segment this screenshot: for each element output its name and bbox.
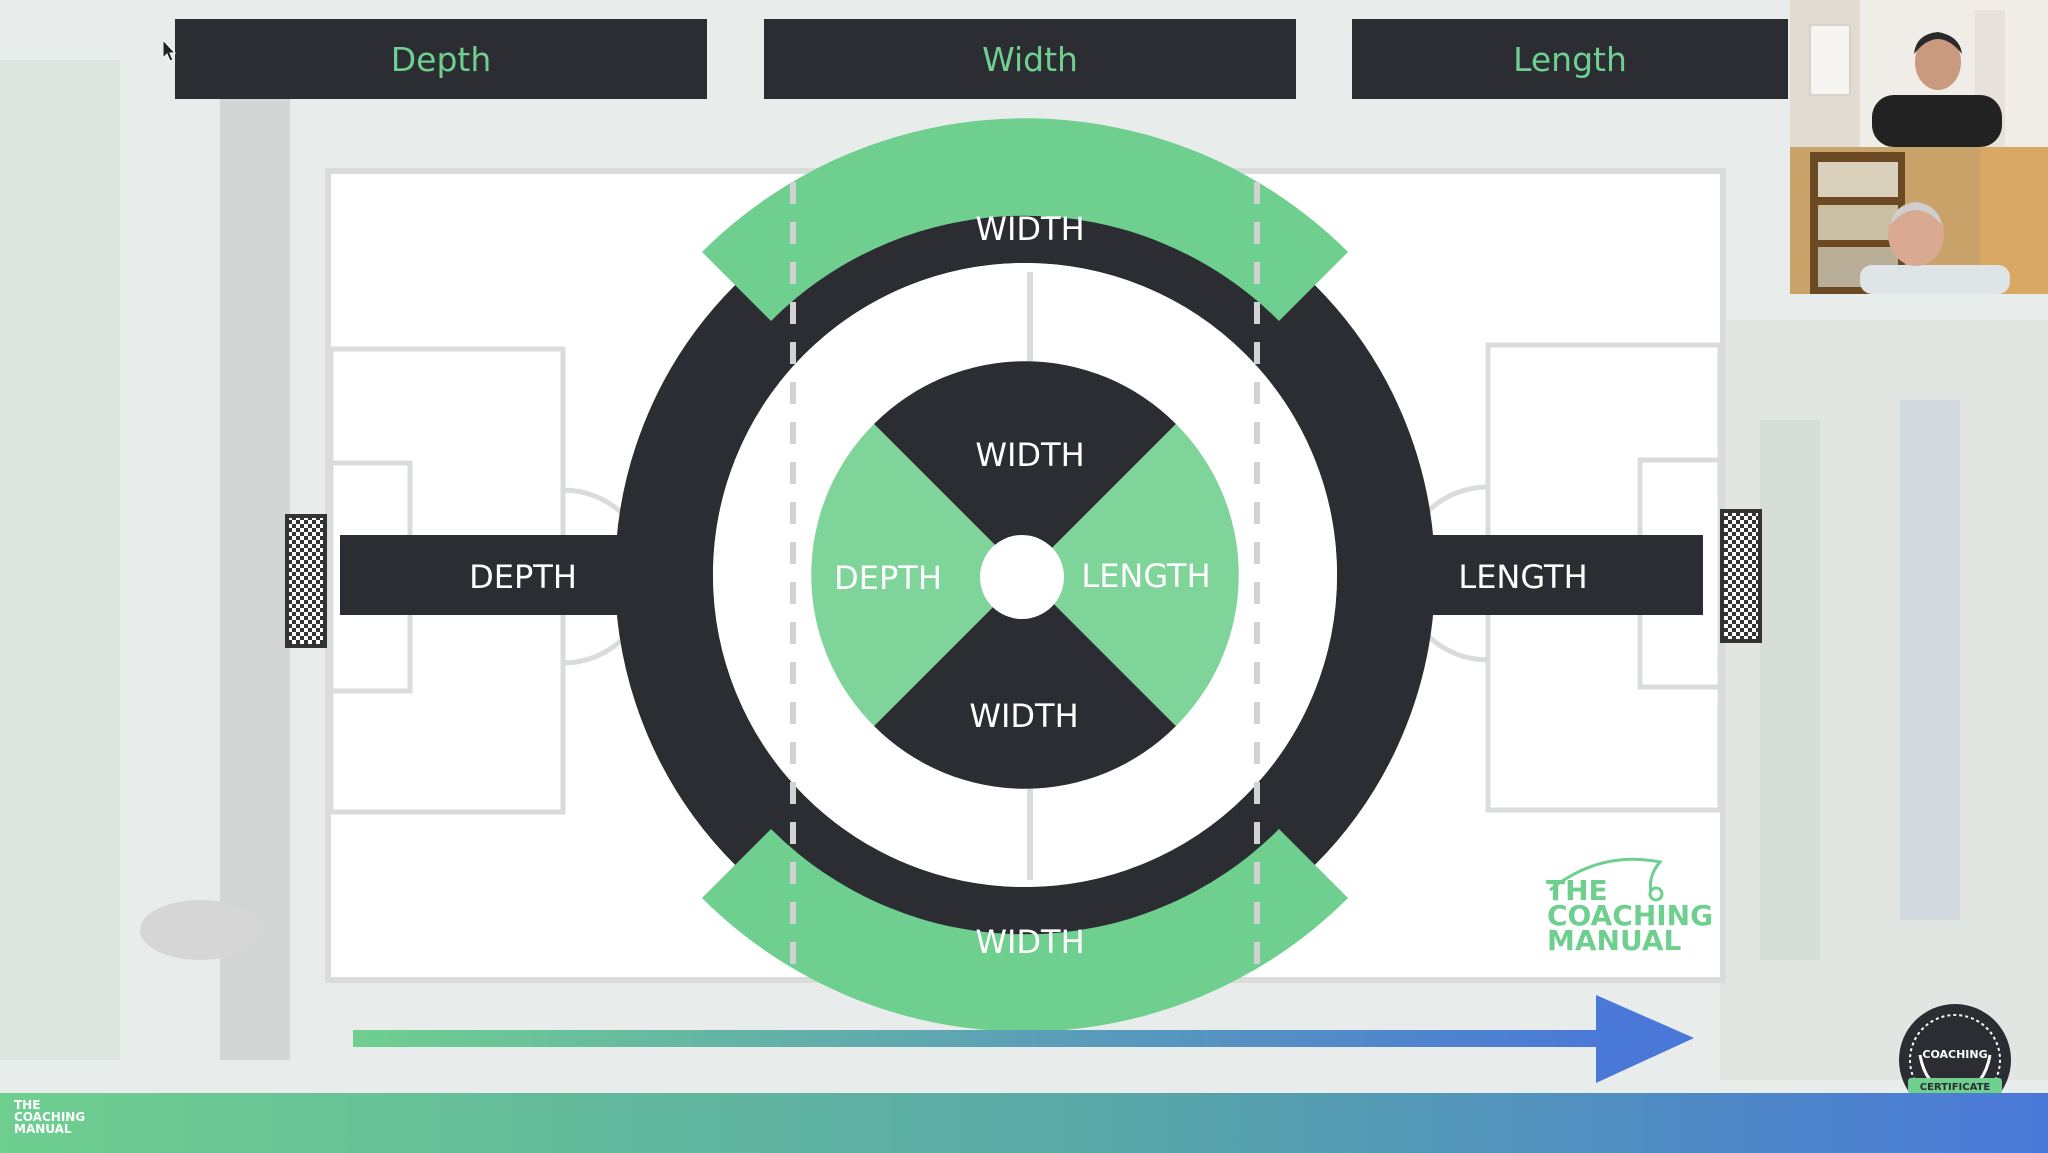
outer-ring-bottom-green [702, 829, 1348, 1032]
footer-logo: THE COACHING MANUAL [14, 1099, 85, 1135]
badge-top-text: COACHING [1922, 1048, 1987, 1061]
outer-ring-top-green [702, 118, 1348, 321]
participant-2-person-icon [1790, 147, 2048, 294]
inner-quadrant-bottom [874, 575, 1176, 789]
inner-quadrant-top [874, 361, 1176, 575]
header-tab-length-label: Length [1513, 39, 1627, 79]
logo-line2: COACHING [1547, 899, 1713, 932]
inner-bottom-label: WIDTH [969, 697, 1078, 735]
depth-bar-label: DEPTH [469, 558, 577, 596]
coaching-manual-logo: THE COACHING MANUAL [1546, 857, 1713, 957]
depth-bar [340, 535, 660, 615]
left-goal-icon [285, 514, 327, 648]
participant-1-person-icon [1790, 0, 2048, 147]
centre-circle [980, 535, 1064, 619]
participant-video-2[interactable] [1790, 147, 2048, 294]
logo-swoosh-icon [1549, 857, 1663, 893]
mouse-cursor-icon [163, 40, 177, 62]
right-goal-icon [1720, 509, 1762, 643]
direction-arrow-shaft [353, 1030, 1603, 1047]
inner-top-label: WIDTH [975, 436, 1084, 474]
header-tab-length: Length [1352, 19, 1788, 99]
header-tab-depth: Depth [175, 19, 707, 99]
inner-quadrant-left [811, 424, 1025, 726]
certificate-badge: COACHING CERTIFICATE [1899, 1004, 2011, 1116]
header-tab-width: Width [764, 19, 1296, 99]
logo-line3: MANUAL [1547, 924, 1682, 957]
outer-bottom-label: WIDTH [975, 923, 1084, 961]
footer-bar: THE COACHING MANUAL [0, 1093, 2048, 1153]
inner-right-label: LENGTH [1081, 557, 1210, 595]
footer-logo-line3: MANUAL [14, 1122, 72, 1136]
logo-line1: THE [1546, 874, 1608, 907]
length-bar-label: LENGTH [1458, 558, 1587, 596]
footer-logo-line2: COACHING [14, 1110, 86, 1124]
inner-left-label: DEPTH [834, 559, 942, 597]
outer-top-label: WIDTH [975, 210, 1084, 248]
footer-logo-line1: THE [14, 1098, 41, 1112]
badge-ribbon-text: CERTIFICATE [1920, 1082, 1991, 1093]
inner-quadrant-right [1025, 424, 1239, 726]
logo-ball-icon [1648, 886, 1664, 902]
header-tab-width-label: Width [982, 39, 1078, 79]
participant-video-1[interactable] [1790, 0, 2048, 147]
length-bar [1390, 535, 1703, 615]
direction-arrow-head-icon [1596, 995, 1694, 1083]
header-tab-depth-label: Depth [390, 39, 492, 79]
